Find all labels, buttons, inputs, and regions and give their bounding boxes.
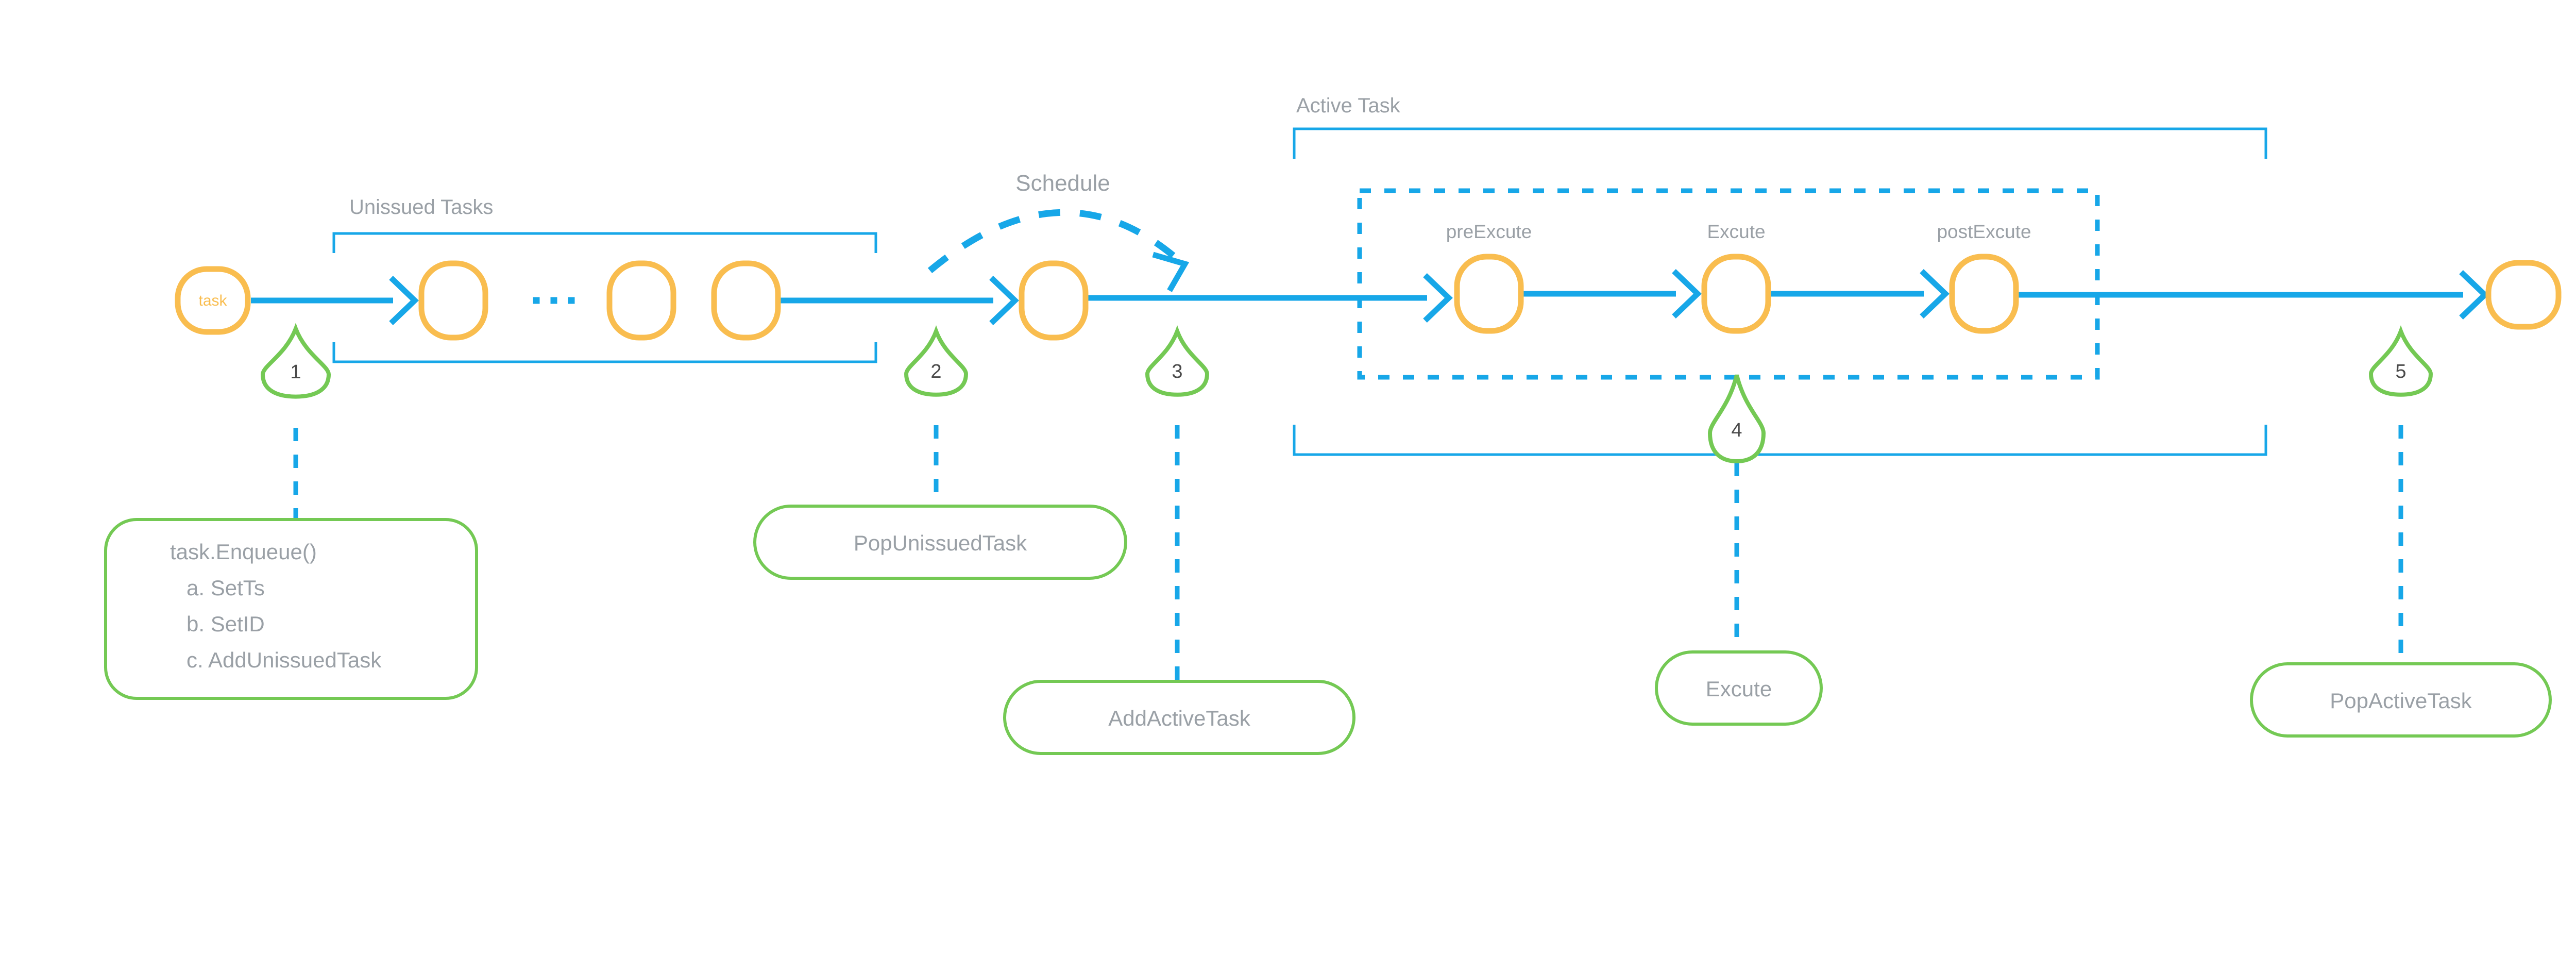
arrow-head	[389, 276, 419, 325]
node-shape-postexcute	[1949, 254, 2019, 334]
schedule-arrow-head	[1152, 252, 1190, 292]
callout-callout-3[interactable]: AddActiveTask	[1003, 680, 1355, 755]
marker-4[interactable]: 4	[1707, 374, 1766, 463]
ellipsis-dot	[550, 297, 557, 304]
group-bracket-unissued-tasks: Unissued Tasks	[332, 196, 877, 363]
flow-node-task[interactable]: task	[175, 266, 251, 335]
step-markers-layer: 1 2 3 4 5	[260, 323, 2433, 463]
node-label-excute: Excute	[1707, 221, 1765, 242]
node-shape-task	[175, 266, 251, 335]
bracket-top-unissued-tasks	[332, 232, 877, 253]
node-shape-unissued-3	[711, 260, 781, 341]
marker-teardrop	[1145, 325, 1210, 397]
marker-number: 2	[930, 361, 941, 382]
callout-callout-5[interactable]: PopActiveTask	[2250, 662, 2552, 738]
flow-arrows-layer	[251, 269, 2489, 325]
flow-arrow-task-to-unissued	[251, 276, 419, 325]
flow-node-unissued-1[interactable]	[418, 260, 488, 341]
callout-line-0: PopUnissuedTask	[854, 531, 1027, 555]
callout-line-3: c. AddUnissuedTask	[187, 648, 382, 672]
node-shape-preexcute	[1454, 254, 1524, 334]
ellipsis-dots	[533, 297, 575, 304]
node-shape-done	[2485, 260, 2562, 330]
flow-arrow-preexcute-to-excute	[1523, 269, 1702, 319]
flow-node-done[interactable]	[2485, 260, 2562, 330]
flow-node-postexcute[interactable]: postExcute	[1937, 221, 2031, 334]
callout-boxes-layer: task.Enqueue() a. SetTs b. SetID c. AddUnis…	[104, 505, 2552, 755]
flow-node-excute[interactable]: Excute	[1701, 221, 1771, 334]
leader-lines-layer	[293, 425, 2403, 712]
dotted-region-layer	[1357, 188, 2100, 380]
flow-node-schedule[interactable]	[1019, 260, 1089, 341]
node-shape-unissued-2	[606, 260, 676, 341]
marker-teardrop	[260, 323, 331, 399]
flow-nodes-layer: task preExcute Excute postExcute	[175, 221, 2562, 341]
marker-number: 3	[1172, 361, 1182, 382]
callout-box-shape	[2250, 662, 2552, 738]
bracket-top-active-task	[1293, 127, 2267, 159]
flow-node-unissued-2[interactable]	[606, 260, 676, 341]
node-shape-excute	[1701, 254, 1771, 334]
node-shape-schedule	[1019, 260, 1089, 341]
callout-line-0: AddActiveTask	[1108, 706, 1250, 730]
callout-callout-2[interactable]: PopUnissuedTask	[753, 505, 1127, 580]
marker-number: 4	[1731, 420, 1742, 441]
flow-node-unissued-3[interactable]	[711, 260, 781, 341]
marker-teardrop	[2368, 325, 2433, 397]
flow-arrow-schedule-to-preexcute	[1087, 273, 1453, 323]
arrow-head	[1423, 273, 1453, 323]
callout-box-shape	[1655, 650, 1823, 726]
marker-teardrop	[904, 325, 969, 397]
callout-box-shape	[104, 518, 478, 700]
flow-arrow-excute-to-postexcute	[1771, 269, 1950, 319]
arrow-head	[1920, 269, 1950, 319]
group-bracket-active-task: Active Task	[1293, 94, 2267, 456]
group-title-unissued-tasks: Unissued Tasks	[349, 196, 493, 219]
dotted-region-execute-stages	[1357, 188, 2100, 380]
callout-line-0: Excute	[1706, 677, 1772, 701]
marker-number: 1	[290, 361, 301, 383]
schedule-label: Schedule	[1015, 171, 1110, 196]
arrow-head	[2459, 270, 2489, 320]
marker-number: 5	[2395, 361, 2406, 382]
callout-callout-1[interactable]: task.Enqueue() a. SetTs b. SetID c. AddUnis…	[104, 518, 478, 700]
marker-1[interactable]: 1	[260, 323, 331, 399]
marker-2[interactable]: 2	[904, 325, 969, 397]
flow-node-preexcute[interactable]: preExcute	[1446, 221, 1532, 334]
callout-box-shape	[753, 505, 1127, 580]
schedule-arc	[927, 209, 1181, 273]
callout-line-0: task.Enqueue()	[170, 540, 317, 564]
marker-5[interactable]: 5	[2368, 325, 2433, 397]
node-shape-unissued-1	[418, 260, 488, 341]
ellipsis-dot	[568, 297, 575, 304]
callout-box-shape	[1003, 680, 1355, 755]
callout-callout-4[interactable]: Excute	[1655, 650, 1823, 726]
marker-3[interactable]: 3	[1145, 325, 1210, 397]
node-label-postexcute: postExcute	[1937, 221, 2031, 242]
arrow-head	[989, 276, 1019, 325]
arrow-head	[1672, 269, 1702, 319]
schedule-annotation: Schedule	[927, 171, 1190, 292]
group-title-active-task: Active Task	[1296, 94, 1401, 117]
node-label-preexcute: preExcute	[1446, 221, 1532, 242]
callout-line-2: b. SetID	[187, 612, 265, 636]
ellipsis-layer	[533, 297, 575, 304]
bracket-bottom-active-task	[1293, 425, 2267, 456]
marker-teardrop	[1707, 374, 1766, 463]
ellipsis-dot	[533, 297, 540, 304]
callout-line-0: PopActiveTask	[2330, 689, 2472, 713]
flow-arrow-unissued-to-schedule	[781, 276, 1019, 325]
flow-arrow-postexcute-to-done	[2019, 270, 2489, 320]
schedule-annotation-layer: Schedule	[927, 171, 1190, 292]
group-brackets-layer: Unissued Tasks Active Task	[332, 94, 2267, 456]
node-label-task: task	[198, 292, 227, 309]
callout-line-1: a. SetTs	[187, 576, 265, 600]
bracket-bottom-unissued-tasks	[332, 342, 877, 363]
